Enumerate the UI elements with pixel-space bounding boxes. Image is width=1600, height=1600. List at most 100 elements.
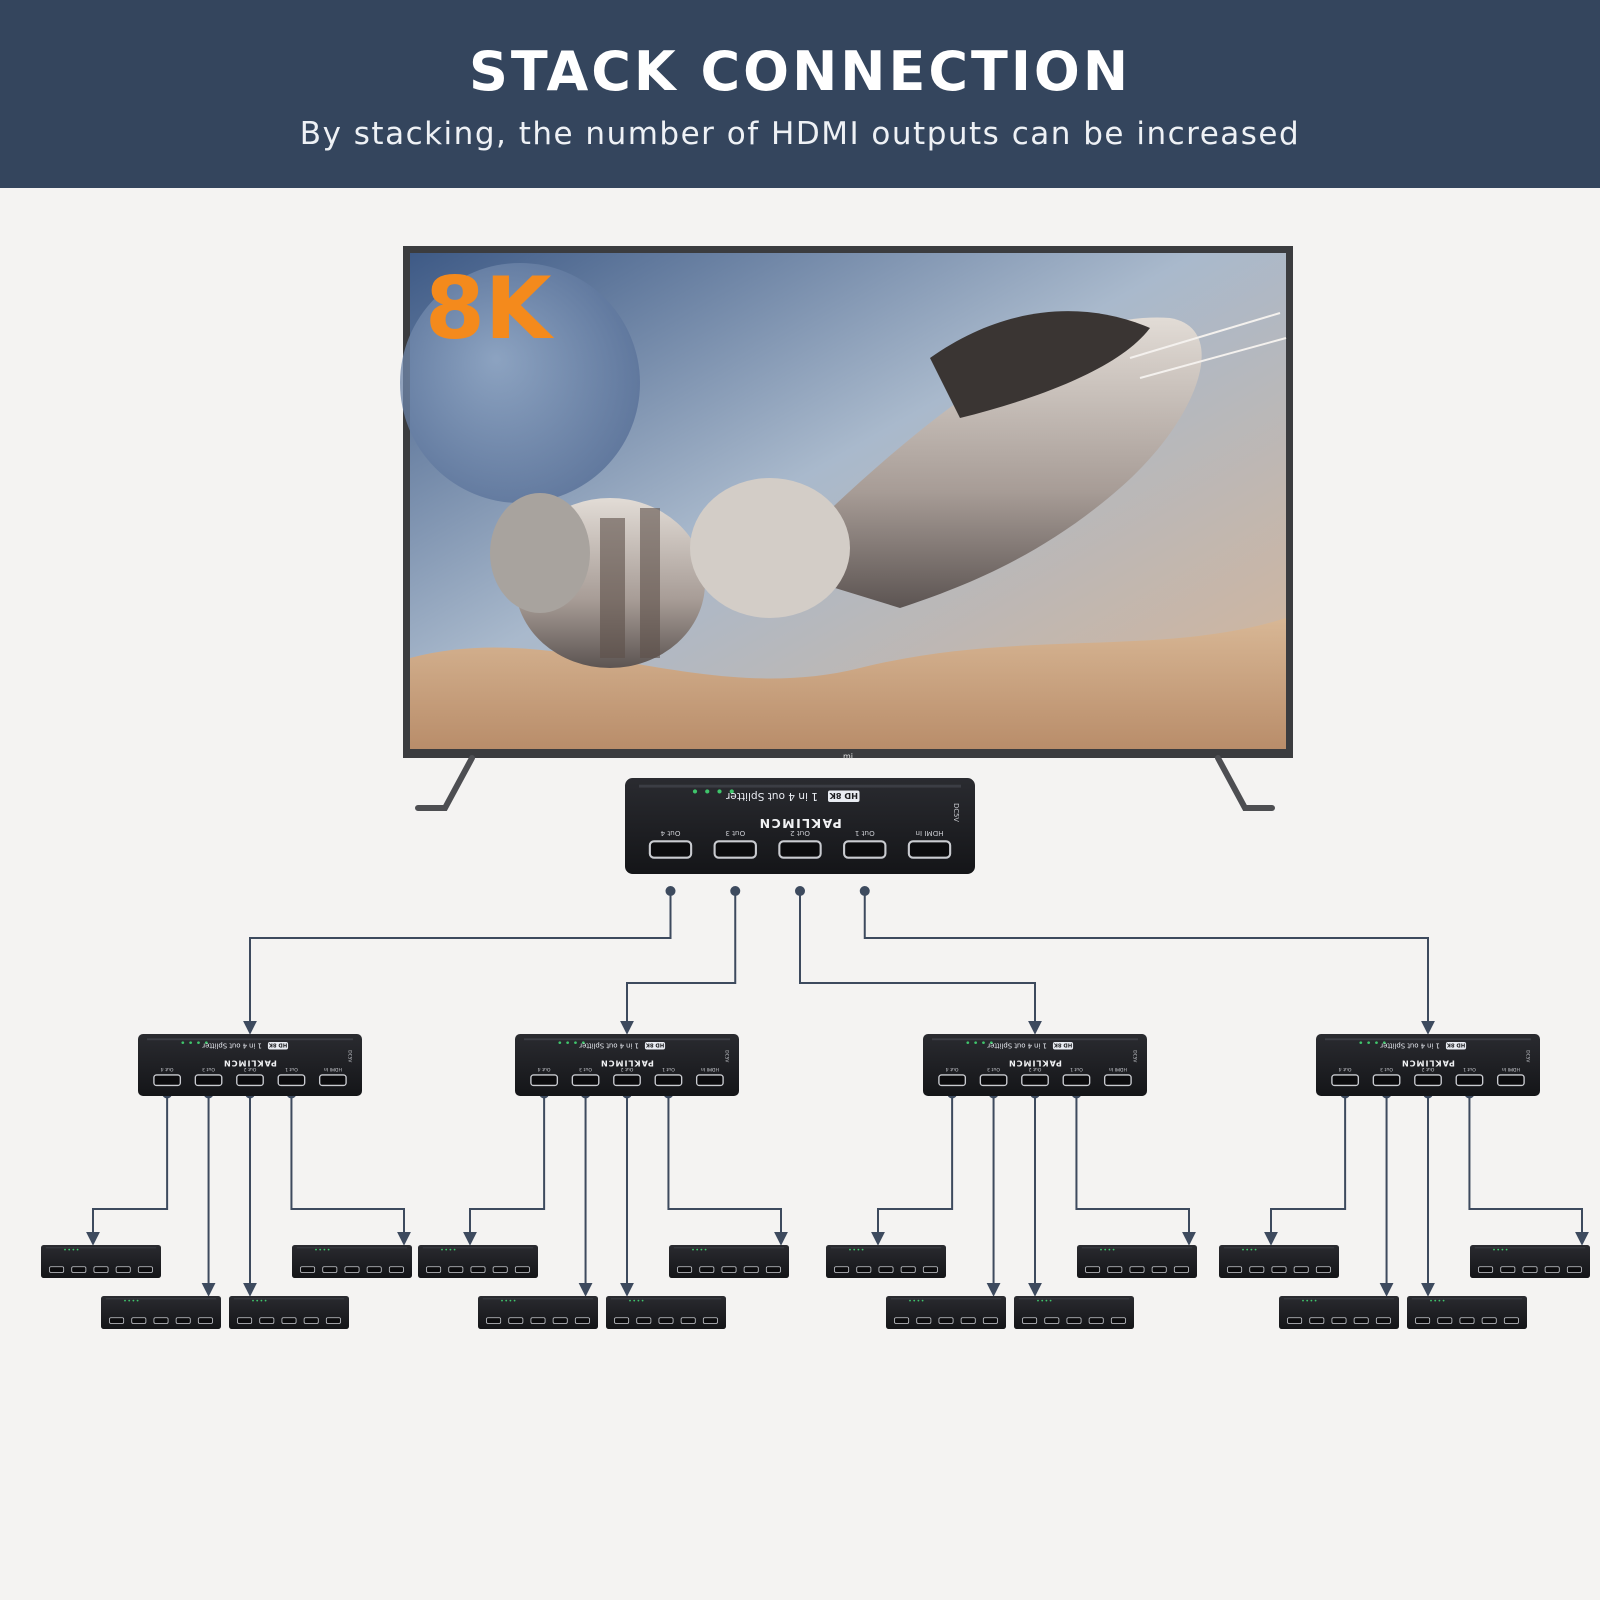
hdmi-port[interactable] xyxy=(1271,1266,1287,1273)
hdmi-port[interactable] xyxy=(1375,1317,1391,1324)
hdmi-port[interactable] xyxy=(1331,1074,1360,1087)
hdmi-port[interactable] xyxy=(300,1266,316,1273)
hdmi-port[interactable] xyxy=(1227,1266,1243,1273)
hdmi-port[interactable] xyxy=(1496,1074,1525,1087)
hdmi-port[interactable] xyxy=(1353,1317,1369,1324)
hdmi-port[interactable] xyxy=(1331,1317,1347,1324)
hdmi-port[interactable] xyxy=(1021,1074,1049,1087)
hdmi-port[interactable] xyxy=(388,1266,404,1273)
hdmi-port[interactable] xyxy=(318,1074,347,1087)
hdmi-port[interactable] xyxy=(448,1266,464,1273)
hdmi-port[interactable] xyxy=(552,1317,568,1324)
hdmi-port[interactable] xyxy=(834,1266,850,1273)
hdmi-port[interactable] xyxy=(530,1074,559,1087)
hdmi-port[interactable] xyxy=(938,1317,954,1324)
hdmi-port[interactable] xyxy=(922,1266,938,1273)
hdmi-port[interactable] xyxy=(93,1266,109,1273)
hdmi-port[interactable] xyxy=(1478,1266,1494,1273)
hdmi-port[interactable] xyxy=(695,1074,724,1087)
hdmi-port[interactable] xyxy=(197,1317,213,1324)
hdmi-port[interactable] xyxy=(153,1317,169,1324)
hdmi-port[interactable] xyxy=(1315,1266,1331,1273)
hdmi-port[interactable] xyxy=(137,1266,153,1273)
hdmi-port[interactable] xyxy=(1544,1266,1560,1273)
hdmi-port[interactable] xyxy=(1249,1266,1265,1273)
hdmi-port[interactable] xyxy=(492,1266,508,1273)
hdmi-port[interactable] xyxy=(281,1317,297,1324)
hdmi-port[interactable] xyxy=(322,1266,338,1273)
hdmi-port[interactable] xyxy=(153,1074,182,1087)
hdmi-port[interactable] xyxy=(1173,1266,1189,1273)
hdmi-port[interactable] xyxy=(1566,1266,1582,1273)
hdmi-port[interactable] xyxy=(571,1074,600,1087)
hdmi-port[interactable] xyxy=(1110,1317,1126,1324)
hdmi-port[interactable] xyxy=(1293,1266,1309,1273)
hdmi-port[interactable] xyxy=(259,1317,275,1324)
hdmi-port[interactable] xyxy=(1500,1266,1516,1273)
hdmi-port[interactable] xyxy=(636,1317,652,1324)
hdmi-port[interactable] xyxy=(982,1317,998,1324)
hdmi-port[interactable] xyxy=(1503,1317,1519,1324)
hdmi-port[interactable] xyxy=(194,1074,223,1087)
hdmi-port[interactable] xyxy=(658,1317,674,1324)
hdmi-port[interactable] xyxy=(49,1266,65,1273)
hdmi-port[interactable] xyxy=(938,1074,967,1087)
hdmi-port[interactable] xyxy=(613,1074,641,1087)
hdmi-port[interactable] xyxy=(115,1266,131,1273)
hdmi-port[interactable] xyxy=(654,1074,683,1087)
hdmi-port[interactable] xyxy=(1459,1317,1475,1324)
hdmi-port[interactable] xyxy=(1522,1266,1538,1273)
hdmi-port[interactable] xyxy=(856,1266,872,1273)
hdmi-port[interactable] xyxy=(894,1317,910,1324)
hdmi-port[interactable] xyxy=(277,1074,306,1087)
hdmi-port[interactable] xyxy=(680,1317,696,1324)
hdmi-port[interactable] xyxy=(765,1266,781,1273)
hdmi-port[interactable] xyxy=(1066,1317,1082,1324)
hdmi-port[interactable] xyxy=(713,840,757,859)
hdmi-port[interactable] xyxy=(960,1317,976,1324)
hdmi-port[interactable] xyxy=(514,1266,530,1273)
hdmi-port[interactable] xyxy=(175,1317,191,1324)
hdmi-port[interactable] xyxy=(721,1266,737,1273)
hdmi-port[interactable] xyxy=(508,1317,524,1324)
hdmi-port[interactable] xyxy=(1103,1074,1132,1087)
hdmi-port[interactable] xyxy=(1372,1074,1401,1087)
hdmi-port[interactable] xyxy=(366,1266,382,1273)
hdmi-port[interactable] xyxy=(614,1317,630,1324)
hdmi-port[interactable] xyxy=(325,1317,341,1324)
hdmi-port[interactable] xyxy=(1129,1266,1145,1273)
hdmi-port[interactable] xyxy=(1437,1317,1453,1324)
hdmi-port[interactable] xyxy=(109,1317,125,1324)
hdmi-port[interactable] xyxy=(236,1074,264,1087)
hdmi-port[interactable] xyxy=(916,1317,932,1324)
hdmi-port[interactable] xyxy=(843,840,887,859)
hdmi-port[interactable] xyxy=(486,1317,502,1324)
hdmi-port[interactable] xyxy=(344,1266,360,1273)
hdmi-port[interactable] xyxy=(1107,1266,1123,1273)
hdmi-port[interactable] xyxy=(702,1317,718,1324)
hdmi-port[interactable] xyxy=(677,1266,693,1273)
hdmi-port[interactable] xyxy=(743,1266,759,1273)
hdmi-port[interactable] xyxy=(907,840,952,859)
hdmi-port[interactable] xyxy=(237,1317,253,1324)
hdmi-port[interactable] xyxy=(574,1317,590,1324)
hdmi-port[interactable] xyxy=(1085,1266,1101,1273)
hdmi-port[interactable] xyxy=(979,1074,1008,1087)
hdmi-port[interactable] xyxy=(1415,1317,1431,1324)
hdmi-port[interactable] xyxy=(1088,1317,1104,1324)
hdmi-port[interactable] xyxy=(470,1266,486,1273)
hdmi-port[interactable] xyxy=(1309,1317,1325,1324)
hdmi-port[interactable] xyxy=(131,1317,147,1324)
hdmi-port[interactable] xyxy=(1151,1266,1167,1273)
hdmi-port[interactable] xyxy=(71,1266,87,1273)
hdmi-port[interactable] xyxy=(1062,1074,1091,1087)
hdmi-port[interactable] xyxy=(1481,1317,1497,1324)
hdmi-port[interactable] xyxy=(878,1266,894,1273)
hdmi-port[interactable] xyxy=(1287,1317,1303,1324)
hdmi-port[interactable] xyxy=(1455,1074,1484,1087)
hdmi-port[interactable] xyxy=(778,840,822,859)
hdmi-port[interactable] xyxy=(426,1266,442,1273)
hdmi-port[interactable] xyxy=(1414,1074,1442,1087)
hdmi-port[interactable] xyxy=(303,1317,319,1324)
hdmi-port[interactable] xyxy=(1022,1317,1038,1324)
